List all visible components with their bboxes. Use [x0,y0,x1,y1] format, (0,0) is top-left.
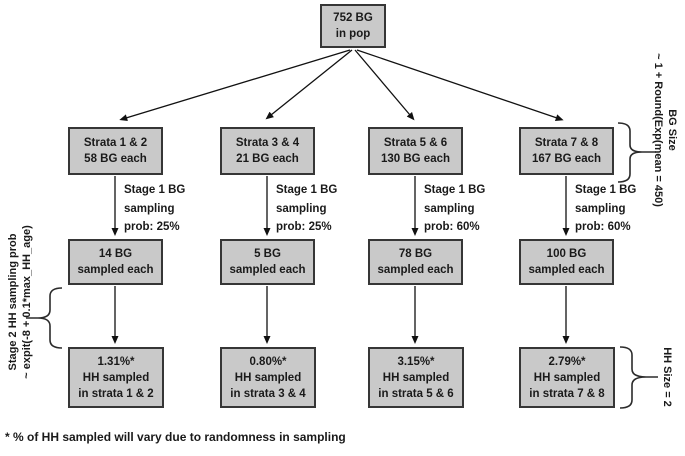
population-line1: 752 BG [333,12,373,24]
fan-arrows [119,49,564,122]
footnote: * % of HH sampled will vary due to rando… [5,430,346,444]
strata-box-1-2: Strata 1 & 2 58 BG each [68,127,163,175]
strata-box-3-4: Strata 3 & 4 21 BG each [220,127,315,175]
population-line2: in pop [335,28,371,40]
hh-box-col1: 1.31%* HH sampled in strata 1 & 2 [68,347,164,408]
hh-box-col2: 0.80%* HH sampled in strata 3 & 4 [220,347,316,408]
sampled-box-col1: 14 BG sampled each [68,239,163,285]
hh-box-col3: 3.15%* HH sampled in strata 5 & 6 [368,347,464,408]
hh-size-brace [619,346,658,409]
stage1-label-col4: Stage 1 BG sampling prob: 60% [575,184,637,233]
hh-box-col4: 2.79%* HH sampled in strata 7 & 8 [519,347,615,408]
stage1-arrows [111,176,570,236]
stage2-arrows [111,286,570,344]
strata-box-5-6: Strata 5 & 6 130 BG each [368,127,463,175]
strata-count: 21 BG each [236,153,299,165]
strata-title: Strata 7 & 8 [534,137,599,149]
strata-count: 58 BG each [84,153,147,165]
sampled-box-col4: 100 BG sampled each [519,239,614,285]
population-box: 752 BG in pop [320,4,386,48]
stage2-annotation: Stage 2 HH sampling prob ~ expit(-8 + 0.… [7,225,33,379]
strata-count: 130 BG each [380,153,451,165]
stage1-label-col1: Stage 1 BG sampling prob: 25% [124,184,186,233]
stage2-brace [26,287,63,349]
stage1-label-col2: Stage 1 BG sampling prob: 25% [276,184,338,233]
strata-title: Strata 5 & 6 [383,137,448,149]
strata-title: Strata 1 & 2 [83,137,148,149]
sampled-box-col2: 5 BG sampled each [220,239,315,285]
hh-size-annotation: HH Size = 2 [661,347,673,407]
sampled-box-col3: 78 BG sampled each [368,239,463,285]
bg-size-annotation: BG Size ~ 1 + Round(Exp(mean = 450) [652,53,678,207]
strata-count: 167 BG each [531,153,602,165]
bg-size-brace [617,122,656,183]
stage1-label-col3: Stage 1 BG sampling prob: 60% [424,184,486,233]
strata-box-7-8: Strata 7 & 8 167 BG each [519,127,614,175]
strata-title: Strata 3 & 4 [235,137,300,149]
